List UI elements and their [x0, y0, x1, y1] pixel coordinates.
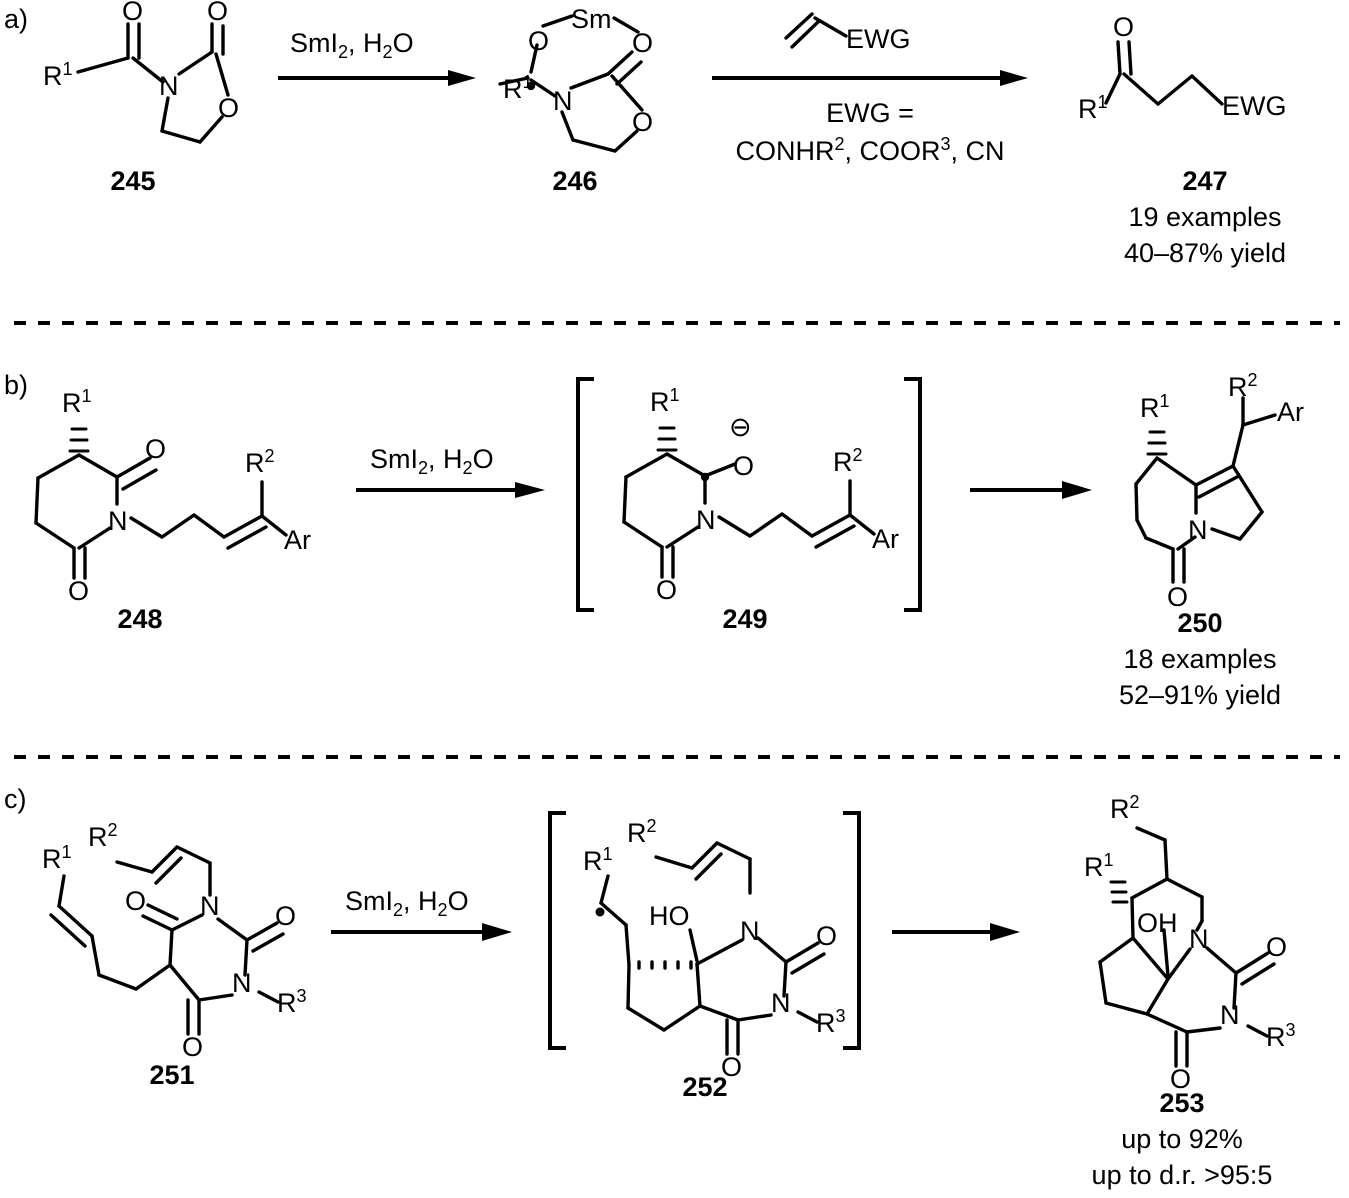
structure-253 [1098, 826, 1276, 1068]
atom-label-oh-253: OH [1137, 908, 1178, 938]
compound-number-248: 248 [117, 604, 162, 634]
compound-number-251: 251 [149, 1060, 194, 1090]
atom-label-o-248-bottom: O [68, 576, 89, 606]
atom-label-o-253-right: O [1266, 932, 1287, 962]
atom-label-ar-248: Ar [284, 525, 311, 555]
radical-dot-246 [526, 81, 536, 91]
atom-label-o-248-top: O [145, 434, 166, 464]
atom-label-ho-252: HO [649, 901, 690, 931]
atom-label-o-246-right: O [632, 28, 653, 58]
atom-label-o-246-left: O [528, 26, 549, 56]
panel-c-letter: c) [4, 784, 27, 814]
compound-number-246: 246 [552, 166, 597, 196]
atom-label-r3-251: R3 [277, 986, 307, 1018]
arrow-a-2-ewg-equals: EWG = [826, 98, 914, 128]
panel-b-letter: b) [4, 370, 28, 400]
atom-label-n1-251: N [200, 891, 220, 921]
structure-248 [34, 427, 288, 580]
arrow-a-2-ewg-list: CONHR2, COOR3, CN [735, 134, 1004, 166]
structure-251 [49, 845, 285, 1036]
atom-label-o-249-bottom: O [656, 575, 677, 605]
compound-number-252: 252 [682, 1072, 727, 1102]
panel-a: a) R1 O O N O 245 [4, 0, 1287, 268]
bracket-249 [576, 377, 922, 612]
product-note-250-examples: 18 examples [1123, 644, 1276, 674]
atom-label-n-248: N [108, 506, 128, 536]
atom-label-r1-250: R1 [1140, 391, 1170, 423]
structure-250 [1134, 396, 1277, 584]
arrow-c-1-label: SmI2, H2O [345, 886, 469, 920]
atom-label-n1-252: N [740, 916, 760, 946]
atom-label-o-251-right: O [275, 901, 296, 931]
structure-246 [498, 14, 644, 153]
arrow-c-1: SmI2, H2O [331, 886, 512, 941]
atom-label-sm-246: Sm [571, 4, 612, 34]
atom-label-n3-251: N [232, 968, 252, 998]
product-note-253-dr: up to d.r. >95:5 [1092, 1160, 1273, 1190]
atom-label-n1-253: N [1189, 924, 1209, 954]
atom-label-o-251-left: O [125, 886, 146, 916]
atom-label-o-245-ring: O [218, 93, 239, 123]
atom-label-n-246: N [553, 86, 573, 116]
arrow-b-1: SmI2, H2O [356, 444, 545, 498]
structure-245 [76, 22, 230, 144]
atom-label-o-252-right: O [816, 921, 837, 951]
panel-a-letter: a) [4, 4, 28, 34]
structure-247 [1104, 40, 1224, 106]
compound-number-250: 250 [1177, 608, 1222, 638]
atom-label-o-252-bottom: O [721, 1052, 742, 1082]
arrow-a-2-label-ewg: EWG [846, 24, 911, 54]
atom-label-n-250: N [1188, 515, 1208, 545]
arrow-a-1: SmI2, H2O [278, 28, 476, 86]
panel-c: c) [4, 784, 1296, 1190]
charge-minus-249: ⊖ [729, 412, 752, 442]
atom-label-ar-249: Ar [872, 524, 899, 554]
atom-label-n3-252: N [771, 988, 791, 1018]
atom-label-o-minus-249: O [733, 451, 754, 481]
structure-249 [622, 426, 876, 579]
atom-label-ewg-247: EWG [1222, 91, 1287, 121]
atom-label-n3-253: N [1220, 1000, 1240, 1030]
arrow-a-1-label: SmI2, H2O [290, 28, 414, 62]
alkene-reagent-246 [784, 12, 848, 49]
product-note-247-yield: 40–87% yield [1124, 238, 1286, 268]
atom-label-ar-250: Ar [1277, 397, 1304, 427]
product-note-253-yield: up to 92% [1121, 1124, 1243, 1154]
arrow-c-2 [892, 923, 1020, 941]
atom-label-o-250: O [1167, 582, 1188, 612]
atom-label-o-246-ring: O [632, 107, 653, 137]
compound-number-249: 249 [722, 604, 767, 634]
compound-number-247: 247 [1182, 166, 1227, 196]
radical-dot-249 [700, 472, 710, 482]
arrow-b-1-label: SmI2, H2O [370, 444, 494, 478]
atom-label-n-249: N [696, 505, 716, 535]
radical-dot-252 [595, 907, 605, 917]
atom-label-o-247: O [1113, 12, 1134, 42]
atom-label-n-245: N [159, 71, 179, 101]
structure-252 [599, 841, 826, 1056]
arrow-b-2 [970, 481, 1092, 499]
product-note-247-examples: 19 examples [1128, 202, 1281, 232]
atom-label-o-245-carbonyl: O [207, 0, 228, 26]
atom-label-o-251-bottom: O [182, 1032, 203, 1062]
bracket-252 [548, 811, 861, 1050]
compound-number-245: 245 [110, 166, 155, 196]
atom-label-o-245-acyl: O [122, 0, 143, 26]
arrow-a-2: EWG EWG = CONHR2, COOR3, CN [712, 12, 1028, 166]
compound-number-253: 253 [1159, 1088, 1204, 1118]
atom-label-o-253-bottom: O [1170, 1064, 1191, 1094]
product-note-250-yield: 52–91% yield [1119, 680, 1281, 710]
